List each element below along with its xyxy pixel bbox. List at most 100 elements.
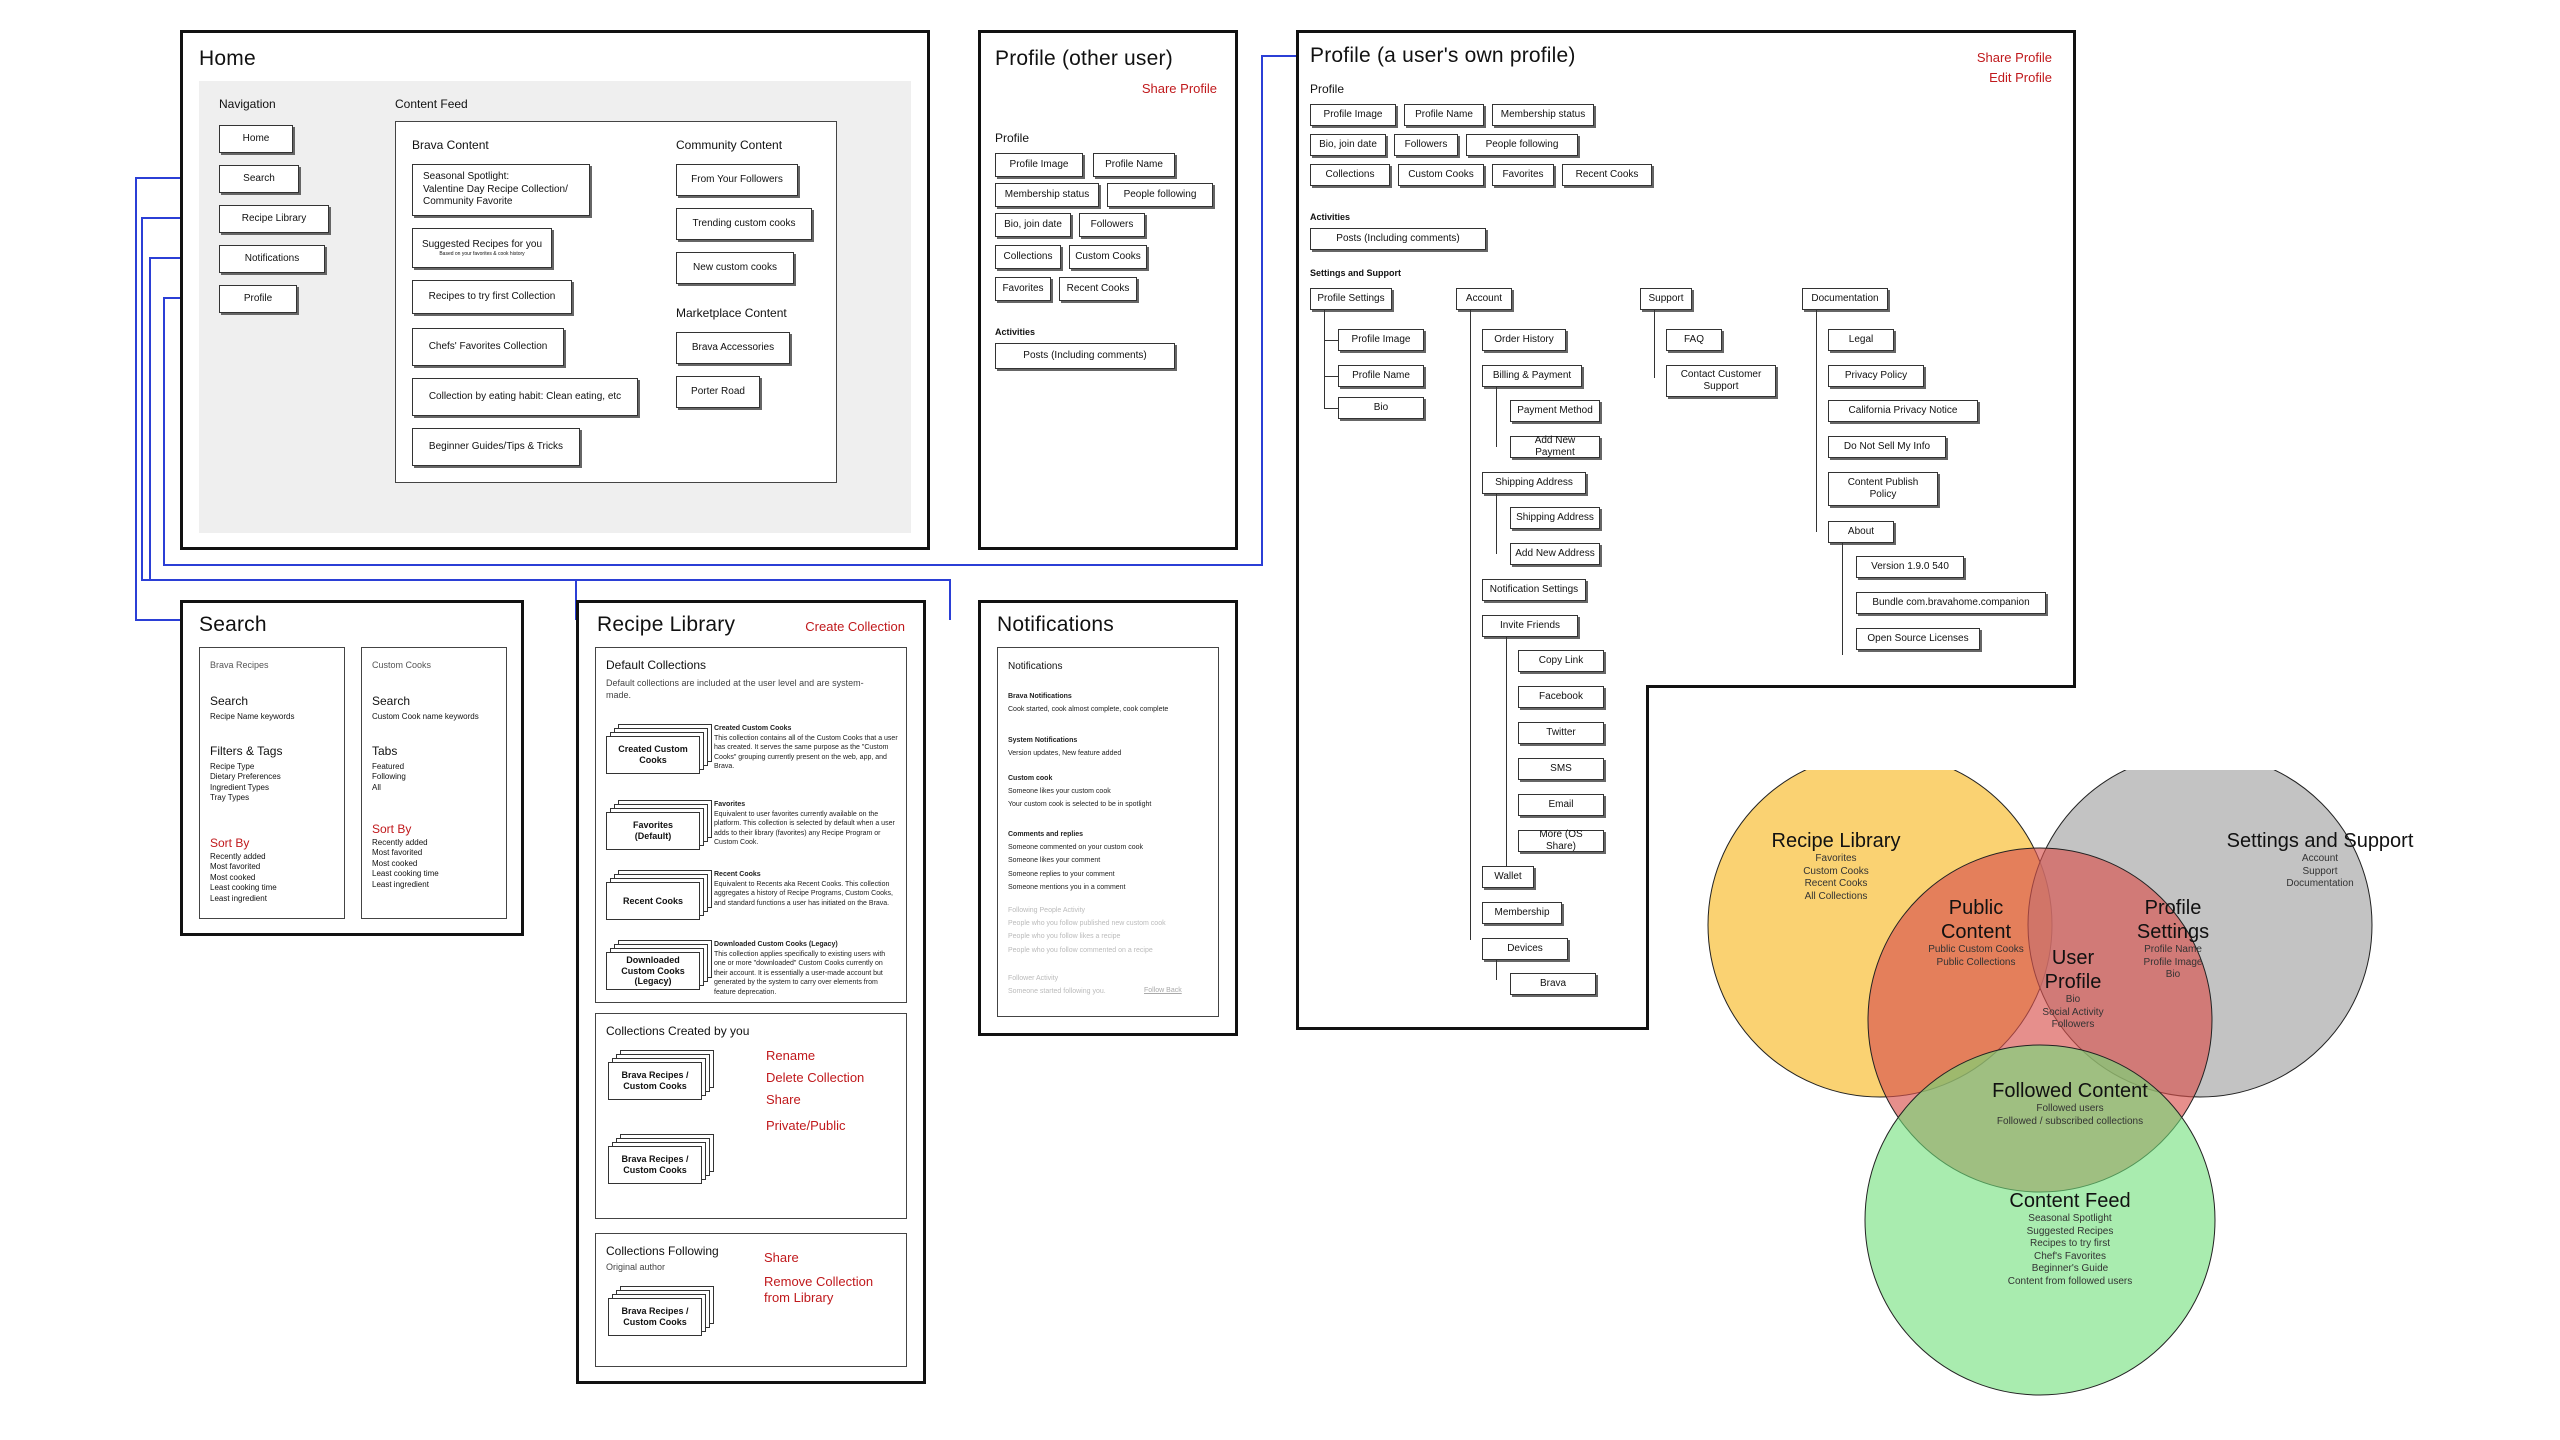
sup-contact: Contact Customer Support — [1666, 365, 1776, 397]
acc-payment-method: Payment Method — [1510, 400, 1600, 422]
venn-content-feed-title: Content Feed — [2009, 1190, 2131, 1212]
default-collection-desc: This collection applies specifically to … — [714, 951, 886, 996]
default-collection-head: Recent Cooks — [714, 871, 761, 878]
default-collection-head: Created Custom Cooks — [714, 725, 792, 732]
ps-tree-branch-2 — [1324, 376, 1338, 377]
venn-public-title: Public Content — [1940, 897, 2012, 943]
collections-created-panel: Collections Created by you Brava Recipes… — [595, 1013, 907, 1219]
custom-search-sub: Custom Cook name keywords — [372, 712, 479, 721]
notification-group-head: Comments and replies — [1008, 831, 1084, 838]
private-public-action[interactable]: Private/Public — [766, 1118, 846, 1133]
venn-profile-settings: Profile Settings Profile Name Profile Im… — [2137, 896, 2209, 982]
profile-other-profile-label: Profile — [995, 131, 1030, 145]
default-collection-desc: This collection contains all of the Cust… — [714, 735, 898, 771]
ps-tree-branch-1 — [1324, 340, 1338, 341]
default-collections-panel: Default Collections Default collections … — [595, 647, 907, 1003]
ps-tree-branch-3 — [1324, 408, 1338, 409]
pw-collections: Collections — [1310, 164, 1390, 186]
doc-legal: Legal — [1828, 329, 1894, 351]
collections-following-sub: Original author — [606, 1262, 666, 1272]
filters-tags-sub: Recipe Type Dietary Preferences Ingredie… — [210, 762, 281, 803]
new-custom-cooks-card[interactable]: New custom cooks — [676, 252, 794, 284]
brava-accessories-card[interactable]: Brava Accessories — [676, 332, 790, 364]
edit-profile-link[interactable]: Edit Profile — [1989, 70, 2052, 85]
nav-recipe-library-button[interactable]: Recipe Library — [219, 205, 329, 233]
suggested-recipes-title: Suggested Recipes for you — [421, 238, 543, 250]
default-collection-desc: Equivalent to Recents aka Recent Cooks. … — [714, 881, 893, 907]
pw-membership-status: Membership status — [1492, 104, 1594, 126]
seasonal-spotlight-card[interactable]: Seasonal Spotlight: Valentine Day Recipe… — [412, 164, 590, 216]
notification-group-text: Version updates, New feature added — [1008, 750, 1122, 757]
follow-back-link[interactable]: Follow Back — [1144, 987, 1182, 994]
home-frame: Home Navigation Home Search Recipe Libra… — [180, 30, 930, 550]
doc-open-source: Open Source Licenses — [1856, 628, 1980, 650]
doc-do-not-sell: Do Not Sell My Info — [1828, 436, 1946, 458]
brava-recipes-head: Brava Recipes — [210, 660, 269, 670]
pw-bio-join-date: Bio, join date — [1310, 134, 1386, 156]
beginner-guides-card[interactable]: Beginner Guides/Tips & Tricks — [412, 428, 580, 466]
brava-search-sub: Recipe Name keywords — [210, 712, 295, 721]
share-action[interactable]: Share — [766, 1092, 801, 1107]
suggested-recipes-card[interactable]: Suggested Recipes for you Based on your … — [412, 228, 552, 268]
community-content-label: Community Content — [676, 138, 783, 152]
create-collection-link[interactable]: Create Collection — [805, 619, 905, 634]
notification-group-head: System Notifications — [1008, 737, 1078, 744]
po-custom-cooks: Custom Cooks — [1069, 245, 1147, 269]
rename-action[interactable]: Rename — [766, 1048, 816, 1063]
from-followers-card[interactable]: From Your Followers — [676, 164, 798, 196]
sup-tree-line — [1654, 310, 1655, 378]
default-collection-desc: Equivalent to user favorites currently a… — [714, 811, 895, 847]
delete-collection-action[interactable]: Delete Collection — [766, 1070, 865, 1085]
chefs-favorites-card[interactable]: Chefs' Favorites Collection — [412, 328, 564, 366]
profile-own-title: Profile (a user's own profile) — [1310, 44, 1576, 67]
venn-profile-settings-sub: Profile Name Profile Image Bio — [2143, 944, 2203, 980]
po-followers: Followers — [1079, 213, 1145, 237]
acc-account: Account — [1456, 288, 1512, 310]
venn-content-feed-sub: Seasonal Spotlight Suggested Recipes Rec… — [2007, 1213, 2133, 1287]
pw-activities-label: Activities — [1310, 212, 1351, 222]
nav-home-button[interactable]: Home — [219, 125, 293, 153]
sort-by-label-b: Sort By — [372, 822, 412, 836]
sort-by-sub-b: Recently added Most favorited Most cooke… — [372, 838, 439, 889]
ps-tree-line — [1324, 310, 1325, 408]
default-collection-label: Downloaded Custom Cooks (Legacy) — [606, 952, 700, 990]
notifications-title: Notifications — [997, 613, 1114, 636]
po-bio-join-date: Bio, join date — [995, 213, 1071, 237]
share-following-action[interactable]: Share — [764, 1250, 799, 1265]
pw-custom-cooks: Custom Cooks — [1398, 164, 1484, 186]
profile-connector — [163, 55, 1298, 566]
collections-following-panel: Collections Following Original author Br… — [595, 1233, 907, 1367]
venn-user-profile-title: User Profile — [2044, 947, 2102, 993]
venn-public-sub: Public Custom Cooks Public Collections — [1928, 944, 2024, 968]
pw-people-following: People following — [1466, 134, 1578, 156]
share-profile-link[interactable]: Share Profile — [1141, 81, 1217, 96]
notifications-inner-title: Notifications — [1008, 661, 1063, 672]
venn-recipe-library-title: Recipe Library — [1771, 830, 1901, 852]
ps-profile-image: Profile Image — [1338, 329, 1424, 351]
porter-road-card[interactable]: Porter Road — [676, 376, 760, 408]
doc-bundle: Bundle com.bravahome.companion — [1856, 592, 2046, 614]
trending-custom-cooks-card[interactable]: Trending custom cooks — [676, 208, 812, 240]
nav-search-button[interactable]: Search — [219, 165, 299, 193]
tabs-sub: Featured Following All — [372, 762, 406, 792]
notification-group-text: Cook started, cook almost complete, cook… — [1008, 706, 1169, 713]
acc-sms: SMS — [1518, 758, 1604, 780]
notification-group-text: Someone commented on your custom cook So… — [1008, 844, 1144, 891]
frame-bottom — [1296, 1027, 1649, 1030]
notification-group-head: Custom cook — [1008, 775, 1053, 782]
following-stack-label: Brava Recipes / Custom Cooks — [608, 1298, 702, 1336]
pw-recent-cooks: Recent Cooks — [1562, 164, 1652, 186]
acc-shipping-address: Shipping Address — [1482, 472, 1586, 494]
eating-habit-card[interactable]: Collection by eating habit: Clean eating… — [412, 378, 638, 416]
pw-profile-image: Profile Image — [1310, 104, 1396, 126]
ps-bio: Bio — [1338, 397, 1424, 419]
nav-profile-button[interactable]: Profile — [219, 285, 297, 313]
acc-devices-line — [1496, 960, 1497, 980]
nav-notifications-button[interactable]: Notifications — [219, 245, 325, 273]
pw-followers: Followers — [1394, 134, 1458, 156]
share-profile-own-link[interactable]: Share Profile — [1976, 50, 2052, 65]
default-collection-label: Recent Cooks — [606, 882, 700, 920]
recipes-to-try-card[interactable]: Recipes to try first Collection — [412, 280, 572, 314]
remove-collection-action[interactable]: Remove Collection from Library — [764, 1274, 874, 1305]
